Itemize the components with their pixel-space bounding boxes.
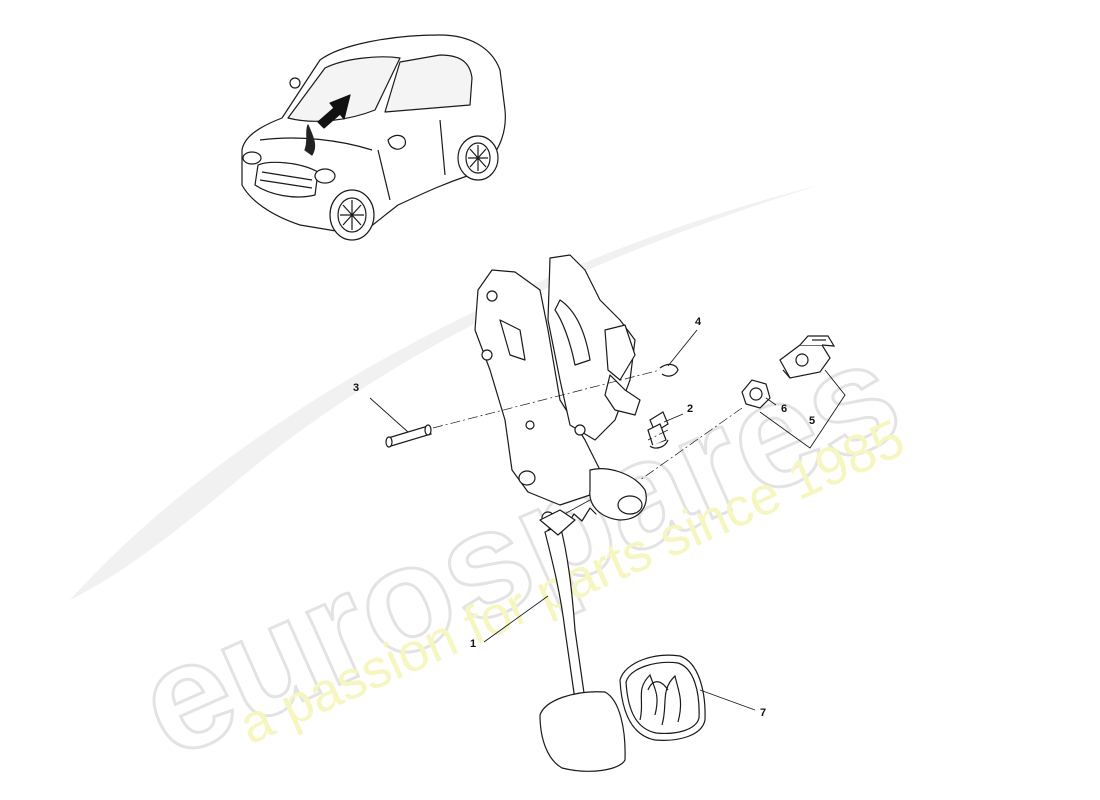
alignment-lines	[432, 369, 743, 481]
callouts: 1 2 3 4 5 6 7	[353, 316, 815, 719]
retaining-clip-icon	[659, 363, 679, 377]
brake-pedal-assembly-icon	[474, 254, 647, 772]
leader-lines	[369, 329, 846, 711]
car-locator-icon	[241, 34, 506, 241]
callout-3: 3	[353, 382, 359, 394]
locator-arrow-icon	[317, 94, 351, 129]
pivot-bolt-icon	[647, 411, 669, 449]
pedal-pad-cover-icon	[619, 654, 706, 741]
callout-5: 5	[809, 415, 815, 427]
switch-nut-icon	[741, 379, 771, 409]
pedal-pad	[539, 691, 626, 772]
clevis-pin-icon	[385, 424, 432, 448]
stop-light-switch-icon	[779, 335, 836, 379]
callout-1: 1	[470, 638, 476, 650]
callout-4: 4	[695, 316, 702, 328]
callout-2: 2	[687, 403, 693, 415]
callout-7: 7	[760, 707, 766, 719]
callout-6: 6	[781, 403, 787, 415]
